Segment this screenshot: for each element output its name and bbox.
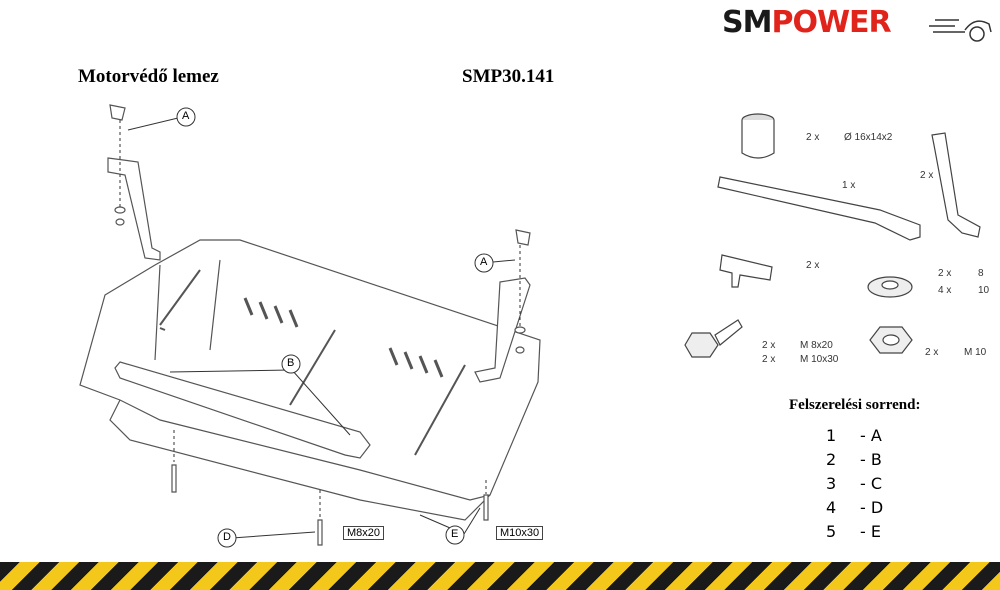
logo-sm: SM [722, 5, 772, 40]
long-bracket-icon [717, 176, 921, 241]
step-letter: - A [860, 426, 882, 445]
washer-icon [867, 276, 913, 298]
sequence-step: 5 - E [826, 522, 883, 546]
callout-a-right [474, 253, 494, 273]
part-clip-qty: 2 x [806, 260, 820, 271]
callout-a-right-label: A [480, 256, 488, 268]
part-washer-size1: 8 [978, 268, 984, 279]
page-title: Motorvédő lemez [78, 66, 219, 87]
step-letter: - E [860, 522, 881, 541]
parts-illustrations [684, 113, 981, 358]
sequence-step: 2 - B [826, 450, 883, 474]
part-nut-qty: 2 x [925, 347, 939, 358]
step-letter: - B [860, 450, 882, 469]
clip-nut-icon [719, 254, 773, 288]
callout-b [281, 354, 301, 374]
hex-nut-icon [869, 326, 913, 354]
part-washer-qty2: 4 x [938, 285, 952, 296]
hex-bolt-icon [684, 319, 743, 358]
angle-bracket-icon [931, 132, 981, 238]
part-spacer-spec: Ø 16x14x2 [844, 132, 893, 143]
spacer-tube-icon [741, 113, 775, 159]
logo-power: POWER [771, 5, 891, 40]
callout-b-label: B [287, 357, 295, 369]
brand-logo: SMPOWER [722, 5, 892, 40]
cross-bracket [114, 361, 371, 459]
part-bolt-spec1: M 8x20 [800, 340, 833, 351]
motorcycle-logo-icon [929, 19, 992, 42]
step-number: 2 [826, 450, 837, 469]
bolt-label-m8x20: M8x20 [343, 526, 385, 540]
step-letter: - D [860, 498, 884, 517]
right-bracket [474, 277, 531, 383]
sequence-title: Felszerelési sorrend: [789, 397, 921, 413]
part-bolt-qty2: 2 x [762, 354, 776, 365]
callout-d [217, 528, 237, 548]
part-nut-spec: M 10 [964, 347, 987, 358]
part-bolt-spec2: M 10x30 [800, 354, 839, 365]
part-washer-size2: 10 [978, 285, 990, 296]
step-number: 1 [826, 426, 837, 445]
part-number: SMP30.141 [462, 66, 555, 87]
part-bolt-qty1: 2 x [762, 340, 776, 351]
hazard-stripe [0, 562, 1000, 590]
callout-a-top [176, 107, 196, 127]
callout-e-label: E [451, 528, 459, 540]
bolt-label-m10x30: M10x30 [496, 526, 544, 540]
sequence-list: 1 - A 2 - B 3 - C 4 - D 5 - E [826, 426, 883, 546]
part-angle-bracket-qty: 2 x [920, 170, 934, 181]
step-number: 3 [826, 474, 837, 493]
callout-e [445, 525, 465, 545]
step-letter: - C [860, 474, 883, 493]
part-long-bracket-qty: 1 x [842, 180, 856, 191]
sequence-step: 4 - D [826, 498, 883, 522]
step-number: 5 [826, 522, 837, 541]
callout-a-label: A [182, 110, 190, 122]
left-bracket [107, 157, 161, 261]
assembly-diagram [79, 104, 541, 548]
part-spacer-qty: 2 x [806, 132, 820, 143]
sequence-step: 1 - A [826, 426, 883, 450]
callout-d-label: D [223, 531, 231, 543]
part-washer-qty1: 2 x [938, 268, 952, 279]
sequence-step: 3 - C [826, 474, 883, 498]
step-number: 4 [826, 498, 837, 517]
